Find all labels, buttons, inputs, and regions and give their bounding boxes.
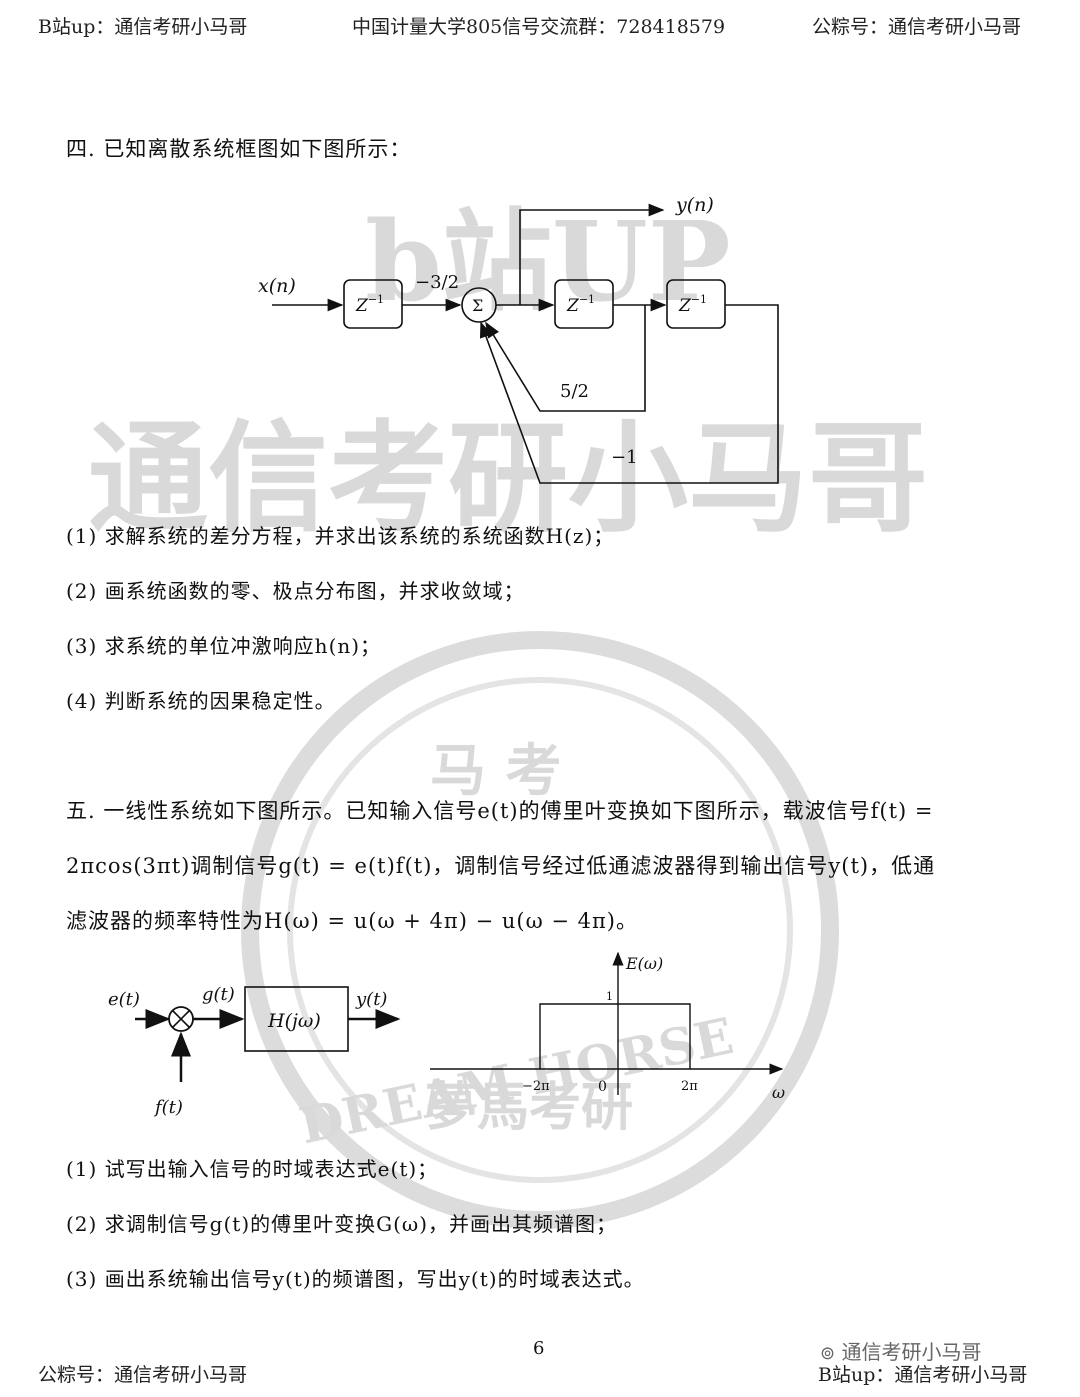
delay-box-3: Z−1: [678, 293, 707, 316]
q5-system-diagram: e(t) g(t) H(jω) y(t) f(t): [108, 984, 401, 1118]
watermark-top-text: 通信考研小马哥: [88, 408, 928, 549]
watermark-seal-top: 马 考: [430, 738, 562, 804]
q5-y-label: y(t): [355, 989, 387, 1010]
q4-item-2: (2) 画系统函数的零、极点分布图，并求收敛域；: [66, 579, 525, 603]
q5-line-1: 五. 一线性系统如下图所示。已知输入信号e(t)的傅里叶变换如下图所示，载波信号…: [66, 799, 934, 823]
q4-block-diagram: x(n) y(n) −3/2 5/2 −1 Σ Z−1 Z−1 Z−1: [258, 194, 779, 484]
q5-item-3: (3) 画出系统输出信号y(t)的频谱图，写出y(t)的时域表达式。: [66, 1267, 645, 1291]
q5-spectrum-plot: E(ω) ω 1 0 −2π 2π: [430, 951, 785, 1102]
q5-item-1: (1) 试写出输入信号的时域表达式e(t)；: [66, 1157, 439, 1181]
q5-filter-label: H(jω): [267, 1010, 321, 1032]
watermark-seal-text: 夢馬考研: [425, 1077, 633, 1138]
q5-f-label: f(t): [153, 1097, 183, 1118]
q5-spectrum-xlabel: ω: [772, 1083, 785, 1102]
delay-box-1: Z−1: [355, 293, 384, 316]
q4-item-3: (3) 求系统的单位冲激响应h(n)；: [66, 634, 382, 658]
delay-box-2: Z−1: [566, 293, 595, 316]
wechat-mark: ⊚ 通信考研小马哥: [820, 1336, 981, 1365]
diagram-output-label: y(n): [675, 194, 714, 216]
q5-spectrum-origin: 0: [598, 1079, 607, 1095]
diagram-gain-b: 5/2: [560, 381, 589, 402]
q5-spectrum-rect: [539, 1003, 691, 1069]
diagram-gain-c: −1: [611, 447, 638, 468]
diagram-sum-symbol: Σ: [472, 296, 483, 315]
q4-item-1: (1) 求解系统的差分方程，并求出该系统的系统函数H(z)；: [66, 524, 615, 548]
q5-spectrum-left-tick: −2π: [522, 1079, 550, 1094]
q5-spectrum-ylabel: E(ω): [625, 954, 663, 973]
q5-line-2: 2πcos(3πt)调制信号g(t) = e(t)f(t)，调制信号经过低通滤波…: [66, 854, 936, 878]
q5-e-label: e(t): [108, 989, 140, 1010]
q4-title: 四. 已知离散系统框图如下图所示：: [66, 137, 412, 161]
footer-left: 公粽号：通信考研小马哥: [38, 1364, 248, 1386]
q5-g-label: g(t): [202, 984, 235, 1005]
header-right: 公粽号：通信考研小马哥: [812, 16, 1022, 38]
q4-item-4: (4) 判断系统的因果稳定性。: [66, 689, 336, 713]
q5-spectrum-height: 1: [606, 990, 613, 1003]
wechat-name: 通信考研小马哥: [841, 1340, 982, 1364]
watermark-seal-inner: [287, 677, 793, 1183]
page-number: 6: [533, 1338, 545, 1359]
header-left: B站up：通信考研小马哥: [38, 16, 248, 38]
wechat-icon: ⊚: [820, 1343, 836, 1364]
q5-item-2: (2) 求调制信号g(t)的傅里叶变换G(ω)，并画出其频谱图；: [66, 1212, 618, 1236]
q5-spectrum-right-tick: 2π: [681, 1079, 698, 1094]
q5-line-3: 滤波器的频率特性为H(ω) = u(ω + 4π) − u(ω − 4π)。: [66, 909, 639, 933]
header-center: 中国计量大学805信号交流群：728418579: [352, 16, 726, 38]
diagram-input-label: x(n): [258, 275, 296, 297]
diagram-gain-a: −3/2: [415, 272, 459, 293]
watermark-seal-ring: [241, 631, 839, 1229]
footer-right: B站up：通信考研小马哥: [818, 1364, 1028, 1386]
